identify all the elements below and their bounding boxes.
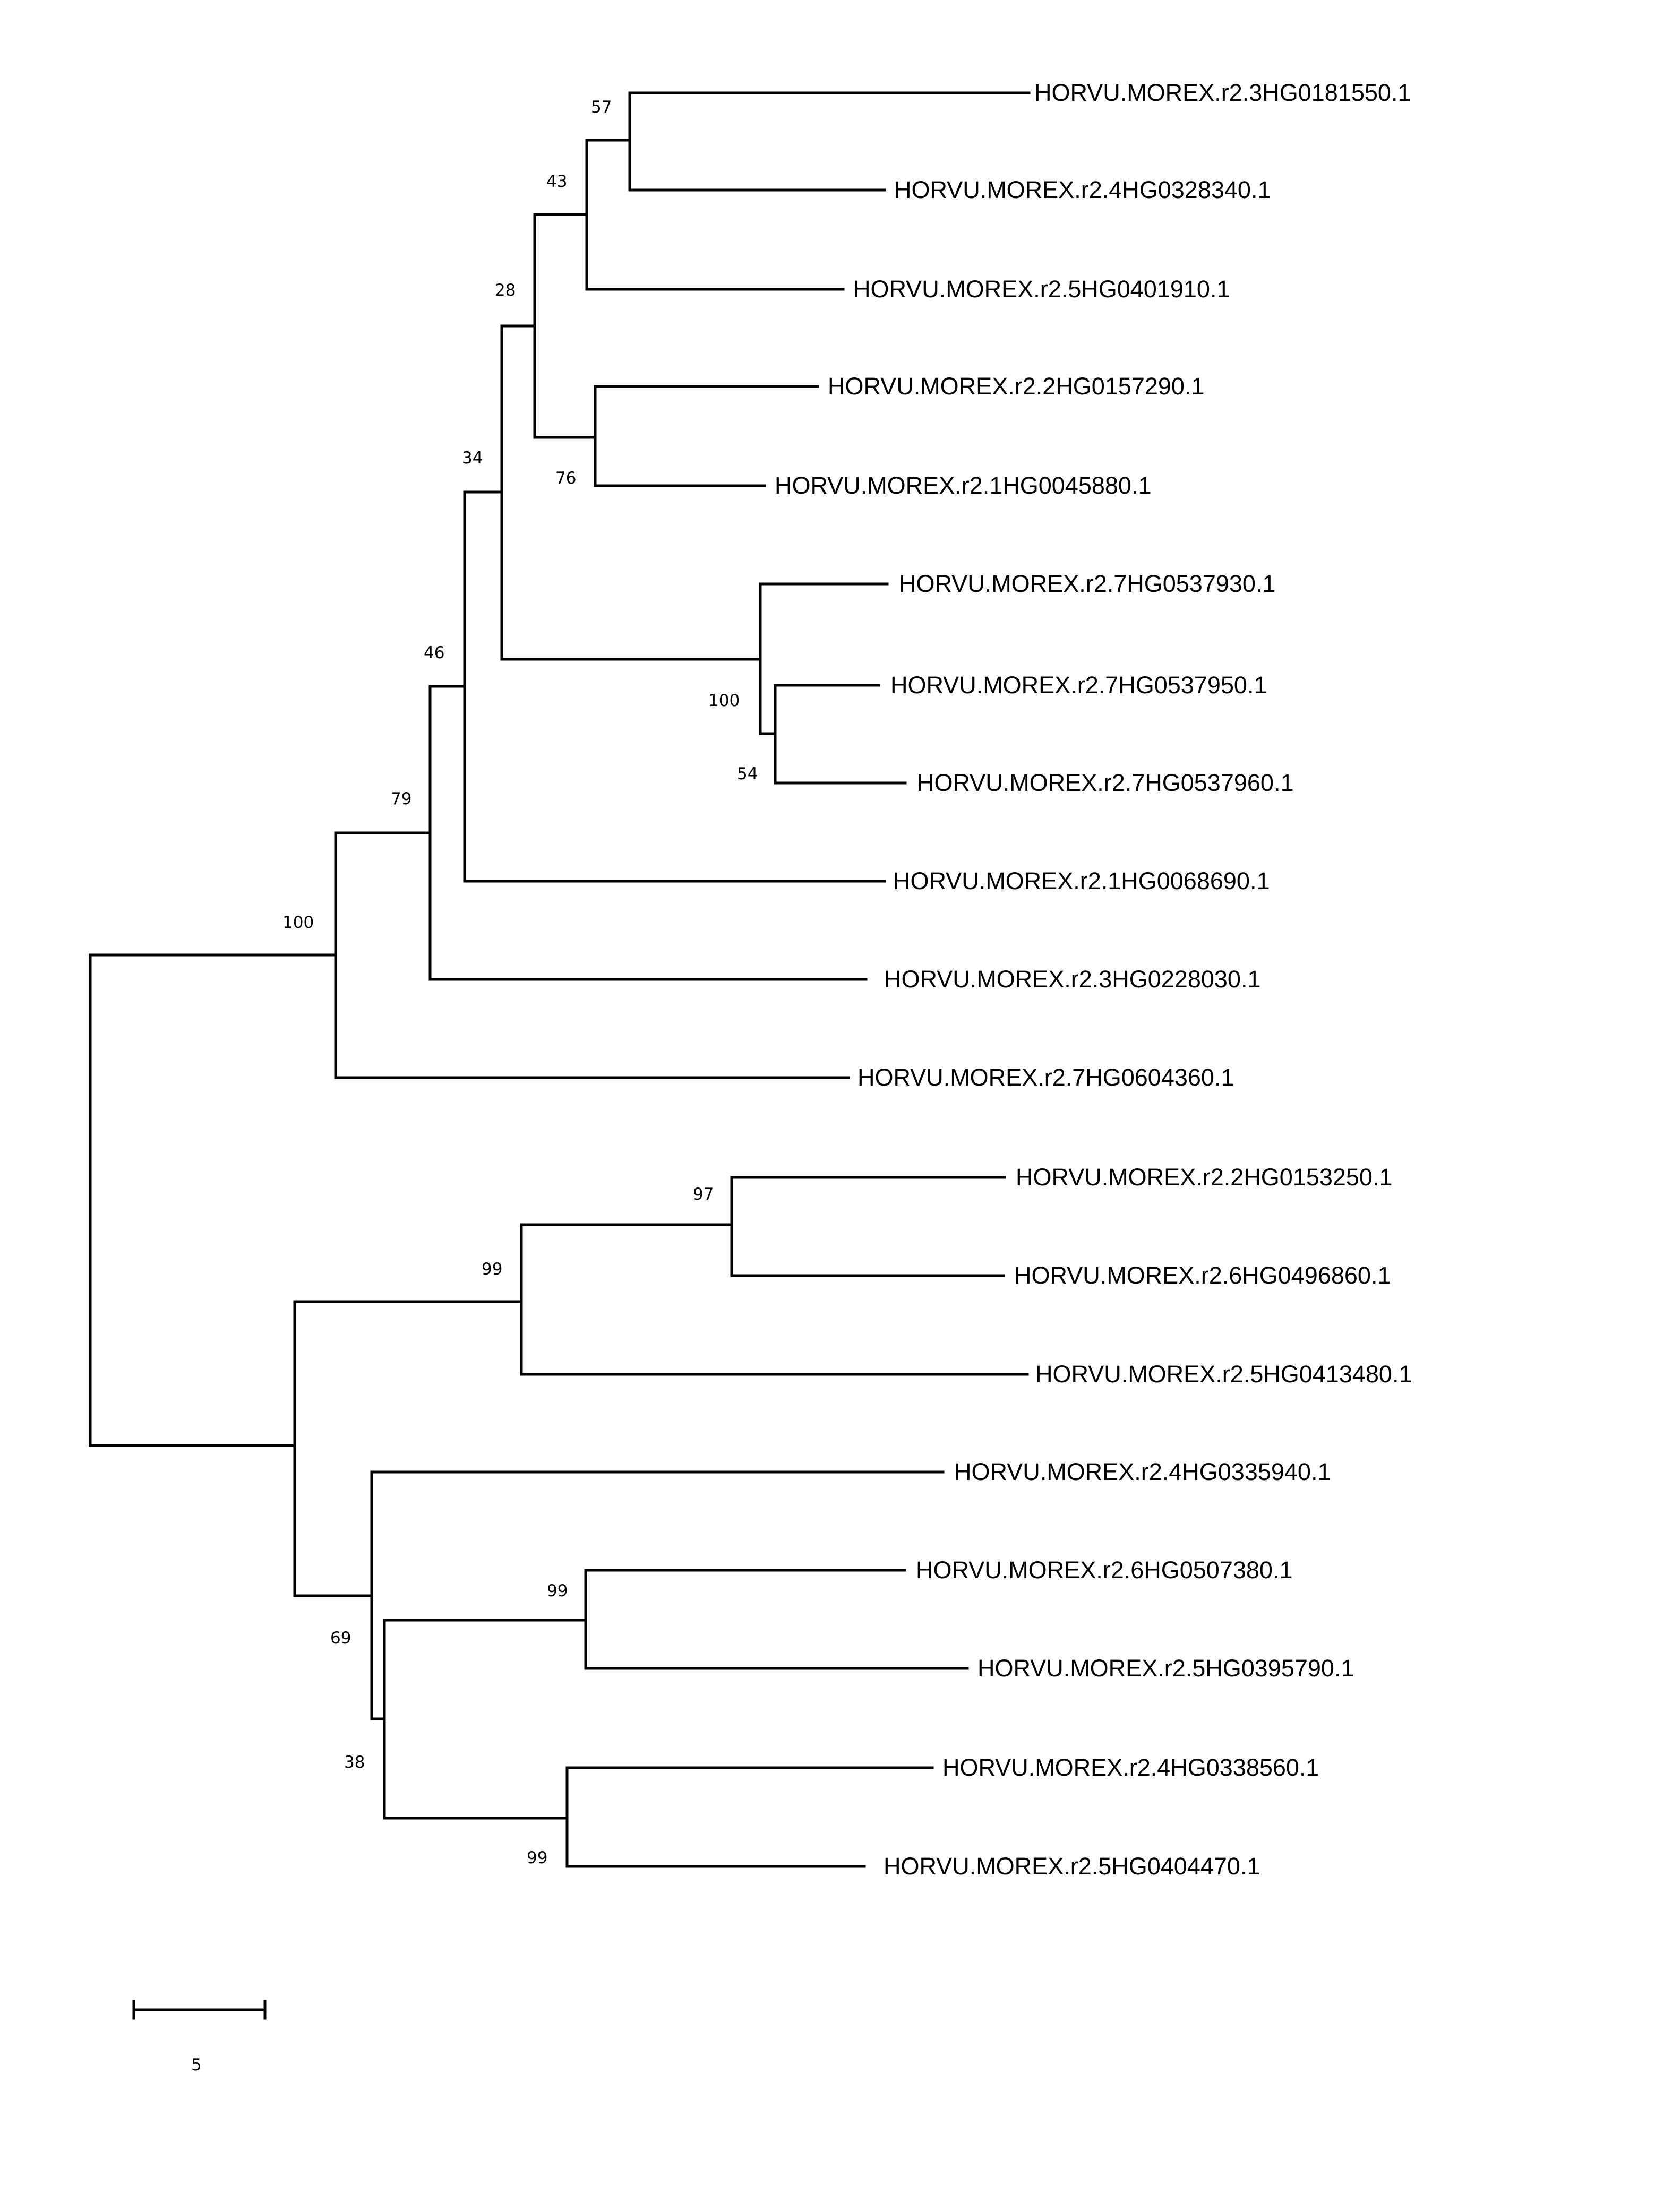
leaf-label: HORVU.MOREX.r2.7HG0537930.1 (899, 570, 1275, 597)
leaf-labels: HORVU.MOREX.r2.3HG0181550.1 HORVU.MOREX.… (775, 79, 1412, 1880)
bootstrap-value: 46 (424, 643, 444, 662)
bootstrap-value: 34 (462, 449, 483, 468)
leaf-label: HORVU.MOREX.r2.5HG0401910.1 (853, 276, 1230, 303)
leaf-label: HORVU.MOREX.r2.4HG0328340.1 (894, 176, 1271, 203)
bootstrap-value: 100 (282, 913, 314, 932)
bootstrap-value: 57 (591, 98, 612, 117)
leaf-label: HORVU.MOREX.r2.7HG0537950.1 (890, 672, 1267, 699)
leaf-label: HORVU.MOREX.r2.5HG0413480.1 (1035, 1361, 1412, 1388)
leaf-label: HORVU.MOREX.r2.4HG0338560.1 (942, 1754, 1319, 1781)
bootstrap-value: 43 (546, 172, 567, 191)
leaf-label: HORVU.MOREX.r2.1HG0045880.1 (775, 472, 1151, 499)
leaf-label: HORVU.MOREX.r2.2HG0153250.1 (1016, 1164, 1392, 1191)
bootstrap-value: 54 (737, 764, 758, 784)
leaf-label: HORVU.MOREX.r2.4HG0335940.1 (954, 1458, 1331, 1485)
leaf-label: HORVU.MOREX.r2.7HG0537960.1 (917, 769, 1293, 796)
bootstrap-value: 99 (547, 1581, 568, 1600)
bootstrap-value: 97 (693, 1185, 714, 1204)
leaf-label: HORVU.MOREX.r2.6HG0507380.1 (916, 1556, 1292, 1583)
bootstrap-labels: 57 43 28 76 34 100 54 46 79 100 97 99 69… (282, 98, 758, 1867)
bootstrap-value: 38 (344, 1753, 365, 1772)
leaf-label: HORVU.MOREX.r2.5HG0395790.1 (977, 1655, 1354, 1682)
bootstrap-value: 100 (708, 691, 740, 710)
leaf-label: HORVU.MOREX.r2.6HG0496860.1 (1014, 1262, 1391, 1289)
bootstrap-value: 28 (495, 281, 516, 300)
bootstrap-value: 99 (482, 1260, 502, 1279)
leaf-label: HORVU.MOREX.r2.2HG0157290.1 (828, 373, 1204, 400)
bootstrap-value: 76 (555, 469, 576, 488)
bootstrap-value: 69 (330, 1629, 351, 1648)
leaf-label: HORVU.MOREX.r2.5HG0404470.1 (884, 1853, 1260, 1880)
bootstrap-value: 99 (527, 1848, 547, 1867)
scale-bar-label: 5 (191, 2055, 202, 2075)
scale-bar: 5 (132, 2000, 267, 2075)
leaf-label: HORVU.MOREX.r2.3HG0228030.1 (884, 966, 1260, 993)
tree-branches (89, 91, 1031, 1868)
leaf-label: HORVU.MOREX.r2.1HG0068690.1 (893, 867, 1270, 894)
leaf-label: HORVU.MOREX.r2.7HG0604360.1 (857, 1064, 1234, 1091)
leaf-label: HORVU.MOREX.r2.3HG0181550.1 (1034, 79, 1411, 106)
bootstrap-value: 79 (391, 789, 411, 808)
